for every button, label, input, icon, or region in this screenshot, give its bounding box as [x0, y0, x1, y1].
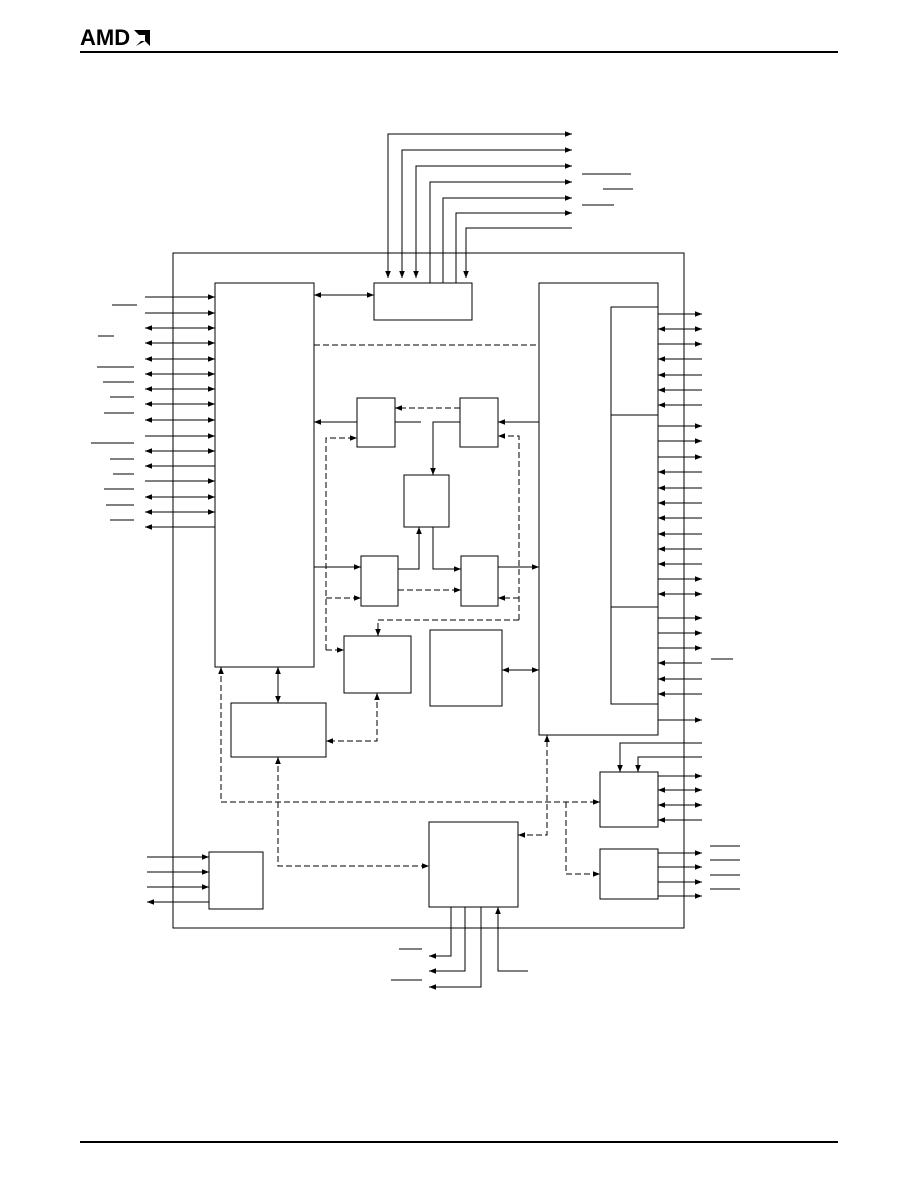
right-peripheral-block [538, 282, 659, 736]
dash-right-to-cl [375, 619, 519, 636]
top-signal-6 [455, 210, 572, 283]
right-port-block-upper [610, 306, 659, 416]
center-block-top-right [459, 397, 499, 448]
right-lower-in-1 [617, 742, 702, 772]
center-block-middle [403, 474, 450, 528]
header-rule [80, 51, 838, 53]
dash-bc-to-right [518, 735, 550, 838]
center-lower-block [343, 635, 412, 694]
top-signal-2 [399, 147, 572, 278]
right-port-block-middle [610, 414, 659, 608]
top-signal-3 [413, 163, 572, 278]
dash-to-rl2 [565, 802, 600, 877]
lower-left-block [230, 702, 327, 758]
center-right-block [429, 629, 503, 707]
dash-cl-to-ll [326, 693, 380, 744]
center-block-top-left [356, 397, 396, 448]
left-bus-interface-block [214, 282, 315, 668]
bottom-left-small-block [208, 851, 264, 910]
right-lower-block-1 [599, 771, 659, 828]
mid-to-br [432, 527, 461, 572]
dash-ll-to-bc [275, 757, 429, 869]
center-block-bottom-left [360, 555, 399, 607]
center-block-bottom-right [460, 555, 499, 607]
footer-rule [80, 1141, 838, 1143]
top-control-block [373, 282, 473, 321]
dash-left-column [325, 435, 357, 650]
amd-logo: AMD [80, 26, 152, 50]
right-lower-in-2 [635, 756, 702, 772]
top-signal-5 [442, 195, 572, 283]
bc-signal-4 [495, 907, 528, 972]
right-lower-block-2 [599, 848, 659, 900]
top-signal-4 [429, 179, 572, 283]
dash-right-column [498, 433, 520, 620]
bc-signal-3 [429, 907, 482, 990]
right-port-block-lower [610, 606, 659, 705]
top-signal-7 [463, 227, 572, 278]
amd-arrow-logo-icon [134, 30, 151, 46]
mid-to-bl-br [398, 527, 422, 570]
bc-signal-2 [429, 907, 466, 974]
amd-logo-text: AMD [80, 25, 131, 50]
bottom-center-block [428, 821, 519, 908]
tl-tr-to-mid [395, 421, 460, 475]
bc-signal-1 [429, 907, 452, 959]
dash-left-bottom-loop [218, 667, 600, 805]
